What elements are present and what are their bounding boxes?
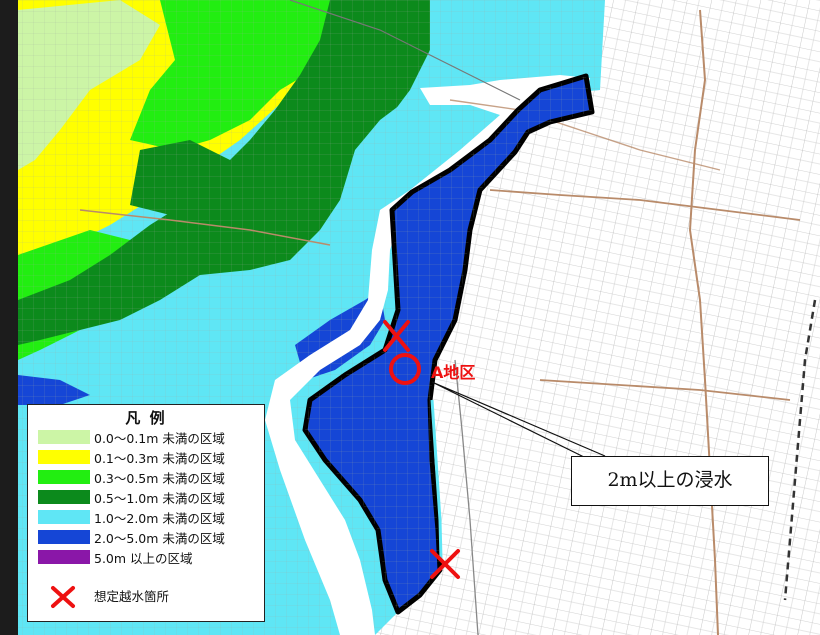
brown-road-1: [688, 9, 719, 635]
legend-label: 0.1～0.3m 未満の区域: [94, 451, 225, 466]
legend-item-2.0-5.0m: 2.0～5.0m 未満の区域: [38, 529, 260, 546]
legend-item-0-0.1m: 0.0～0.1m 未満の区域: [38, 429, 260, 446]
a-district-circle-icon: [389, 353, 421, 385]
district-inner-grid: [305, 76, 592, 612]
legend-label: 0.5～1.0m 未満の区域: [94, 491, 225, 506]
east-edge-sliver: [430, 399, 443, 561]
legend-label: 1.0～2.0m 未満の区域: [94, 511, 225, 526]
legend-item-0.5-1.0m: 0.5～1.0m 未満の区域: [38, 489, 260, 506]
legend-label: 0.0～0.1m 未満の区域: [94, 431, 225, 446]
legend-label: 0.3～0.5m 未満の区域: [94, 471, 225, 486]
legend-swatch: [38, 470, 90, 484]
gray-road-diag: [289, 0, 521, 101]
legend-label: 2.0～5.0m 未満の区域: [94, 531, 225, 546]
legend-label: 5.0m 以上の区域: [94, 551, 193, 566]
legend-item-1.0-2.0m: 1.0～2.0m 未満の区域: [38, 509, 260, 526]
brown-road-4: [449, 99, 721, 171]
brown-road-2: [489, 189, 801, 221]
legend-item-5.0m-plus: 5.0m 以上の区域: [38, 549, 260, 566]
brown-road-5: [79, 209, 331, 246]
overflow-marker-north: [383, 320, 410, 352]
legend-swatch: [38, 530, 90, 544]
callout-leader: [431, 381, 606, 461]
legend-item-0.1-0.3m: 0.1～0.3m 未満の区域: [38, 449, 260, 466]
legend-box: 凡 例 0.0～0.1m 未満の区域 0.1～0.3m 未満の区域 0.3～0.…: [27, 404, 265, 622]
red-x-icon: [51, 586, 75, 608]
legend-title: 凡 例: [125, 409, 167, 427]
railway: [783, 299, 817, 601]
a-district-label: A地区: [431, 363, 476, 382]
callout-box: 2m以上の浸水: [571, 456, 769, 506]
overflow-marker-south: [430, 549, 460, 579]
legend-swatch: [38, 510, 90, 524]
legend-swatch: [38, 490, 90, 504]
legend-swatch: [38, 450, 90, 464]
brown-road-3: [539, 379, 791, 401]
legend-swatch: [38, 550, 90, 564]
map-left-border: [0, 0, 18, 635]
legend-swatch: [38, 430, 90, 444]
legend-overflow-label: 想定越水箇所: [94, 589, 170, 604]
legend-item-0.3-0.5m: 0.3～0.5m 未満の区域: [38, 469, 260, 486]
